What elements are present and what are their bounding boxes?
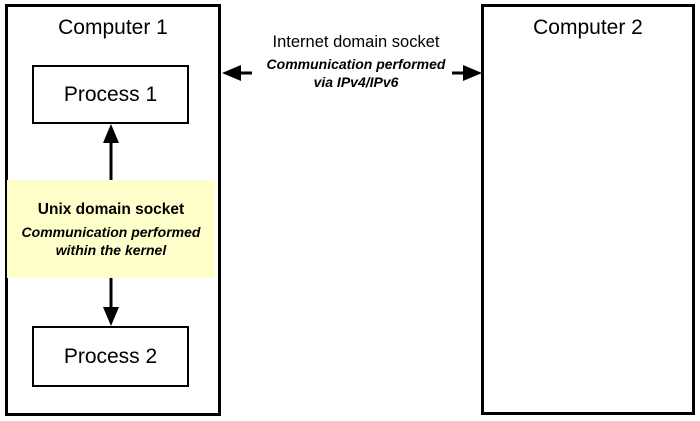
- unix-domain-socket-title: Unix domain socket: [37, 200, 185, 218]
- internet-domain-socket-caption: Internet domain socket Communication per…: [243, 32, 469, 91]
- process1-box: Process 1: [32, 65, 189, 124]
- internet-domain-socket-title: Internet domain socket: [272, 33, 440, 51]
- internet-domain-socket-subtitle-line1: Communication performed: [266, 56, 446, 72]
- unix-domain-socket-subtitle: Communication performed within the kerne…: [21, 223, 201, 258]
- unix-domain-socket-band: Unix domain socket Communication perform…: [7, 180, 215, 278]
- computer2-container: Computer 2: [481, 4, 695, 415]
- internet-domain-socket-subtitle-line2: via IPv4/IPv6: [313, 74, 399, 90]
- process1-label: Process 1: [63, 82, 158, 106]
- process2-box: Process 2: [32, 326, 189, 387]
- process2-label: Process 2: [63, 344, 158, 368]
- computer1-title: Computer 1: [58, 16, 168, 39]
- computer2-title: Computer 2: [533, 16, 643, 39]
